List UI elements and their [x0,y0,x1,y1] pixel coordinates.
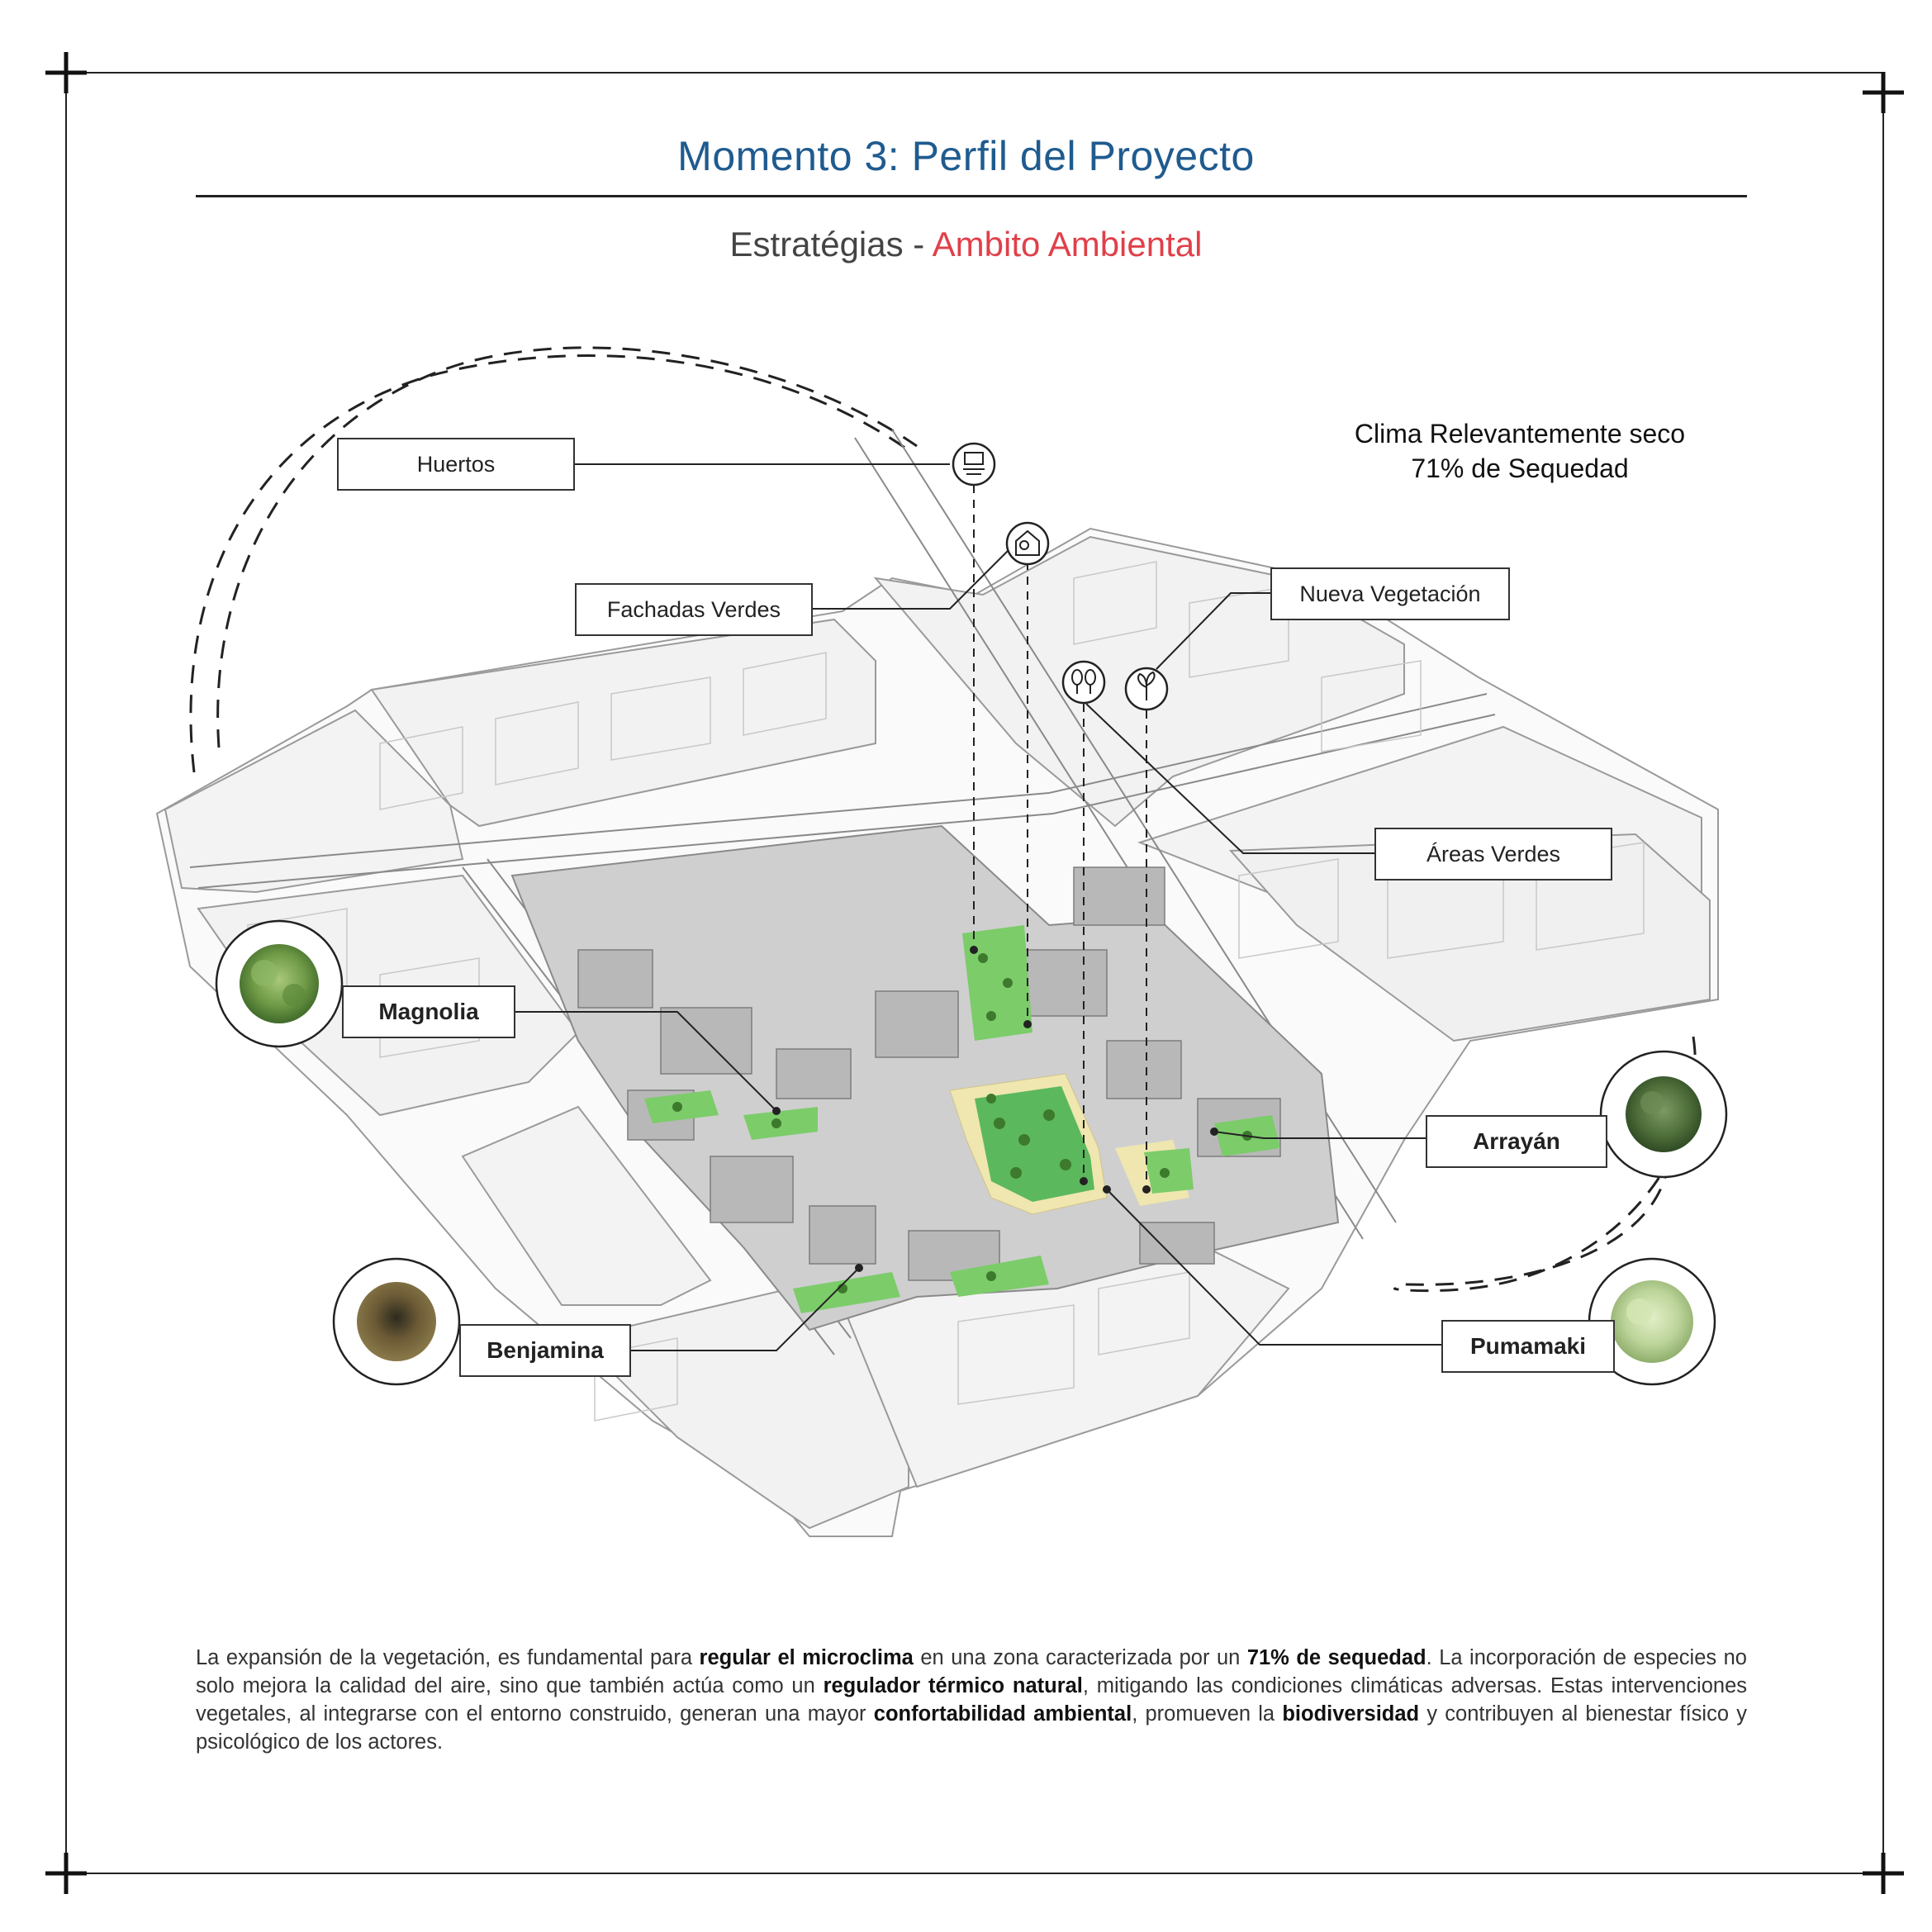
paragraph-bold: regulador térmico natural [823,1674,1083,1697]
nueva-vegetacion-icon [1124,667,1169,711]
areas-verdes-icon [1061,660,1106,705]
label-magnolia: Magnolia [342,985,515,1038]
paragraph-text: y contribuyen al bienestar físico y psic… [196,1702,1747,1754]
small-trees [672,953,1252,1294]
fachadas-verdes-icon [1005,521,1050,566]
dashed-arcs [189,346,1697,1293]
climate-note: Clima Relevantemente seco 71% de Sequeda… [1289,416,1751,486]
paragraph-bold: regular el microclima [699,1646,914,1669]
green-areas [644,925,1280,1313]
label-benjamina: Benjamina [459,1324,631,1377]
title-divider [196,195,1747,197]
benjamina-tree-image [332,1257,461,1386]
paragraph-text: , mitigando las condiciones climáticas a… [196,1674,1747,1726]
paragraph-text: , promueven la [1132,1702,1283,1726]
label-fachadas-verdes: Fachadas Verdes [575,583,813,636]
paragraph-text: en una zona caracterizada por un [913,1646,1247,1669]
pumamaki-tree-image [1588,1257,1716,1386]
label-pumamaki: Pumamaki [1441,1320,1615,1373]
leader-endpoints [772,946,1218,1272]
huertos-icon [952,442,996,487]
leader-lines [512,463,1441,1351]
magnolia-tree-image [215,919,344,1048]
description-paragraph: La expansión de la vegetación, es fundam… [196,1644,1747,1756]
paragraph-text: La expansión de la vegetación, es fundam… [196,1646,700,1669]
page-subtitle: Estratégias - Ambito Ambiental [0,225,1932,264]
subtitle-accent: Ambito Ambiental [932,225,1203,263]
label-nueva-vegetacion: Nueva Vegetación [1270,567,1510,620]
climate-line-2: 71% de Sequedad [1411,453,1629,483]
label-areas-verdes: Áreas Verdes [1374,828,1612,881]
subtitle-prefix: Estratégias - [729,225,933,263]
corner-crosses [45,52,1904,1894]
paragraph-bold: confortabilidad ambiental [873,1702,1132,1726]
label-arrayan: Arrayán [1426,1115,1607,1168]
paragraph-bold: biodiversidad [1282,1702,1420,1726]
page-title: Momento 3: Perfil del Proyecto [677,133,1255,179]
paragraph-text: . La incorporación de especies no solo m… [196,1646,1747,1697]
vertical-dashed-leaders [973,485,1147,1189]
project-buildings [510,824,1340,1332]
paragraph-bold: 71% de sequedad [1246,1646,1426,1669]
climate-line-1: Clima Relevantemente seco [1354,419,1686,449]
label-huertos: Huertos [337,438,575,491]
arrayan-tree-image [1599,1050,1728,1179]
